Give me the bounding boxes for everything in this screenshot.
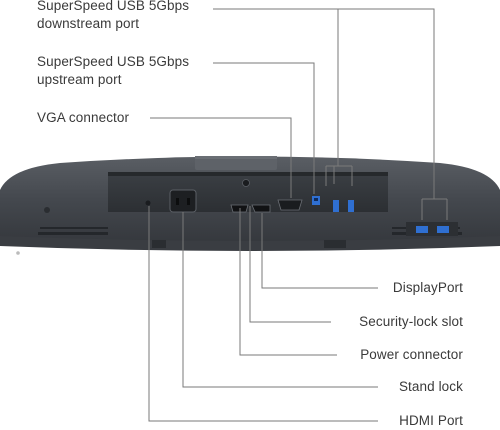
label-usb-downstream: SuperSpeed USB 5Gbps downstream port xyxy=(37,0,189,33)
stand-lock xyxy=(242,179,250,187)
label-displayport: DisplayPort xyxy=(392,280,463,295)
security-lock-slot xyxy=(145,200,151,206)
leader-lines xyxy=(148,8,448,422)
label-stand-lock: Stand lock xyxy=(398,379,463,394)
vent-left xyxy=(38,227,108,235)
usb-downstream-port-2 xyxy=(348,200,354,212)
power-connector xyxy=(169,189,197,213)
label-security-lock: Security-lock slot xyxy=(359,314,463,329)
label-usb-downstream-line2: downstream port xyxy=(37,16,140,31)
usb-downstream-port-1 xyxy=(333,200,339,212)
label-vga: VGA connector xyxy=(37,110,130,125)
label-usb-upstream-line2: upstream port xyxy=(37,72,122,87)
label-power: Power connector xyxy=(360,347,463,362)
usb-side-port-2 xyxy=(437,226,449,233)
stand-mount xyxy=(195,156,277,170)
kensington-dot xyxy=(16,251,20,255)
usb-side-port-1 xyxy=(416,226,428,233)
label-usb-upstream-line1: SuperSpeed USB 5Gbps xyxy=(37,54,190,69)
label-usb-upstream: SuperSpeed USB 5Gbps upstream port xyxy=(37,53,189,89)
vga-port xyxy=(277,199,303,211)
label-hdmi: HDMI Port xyxy=(399,413,463,428)
displayport-port xyxy=(251,204,271,213)
label-usb-downstream-line1: SuperSpeed USB 5Gbps xyxy=(37,0,190,13)
